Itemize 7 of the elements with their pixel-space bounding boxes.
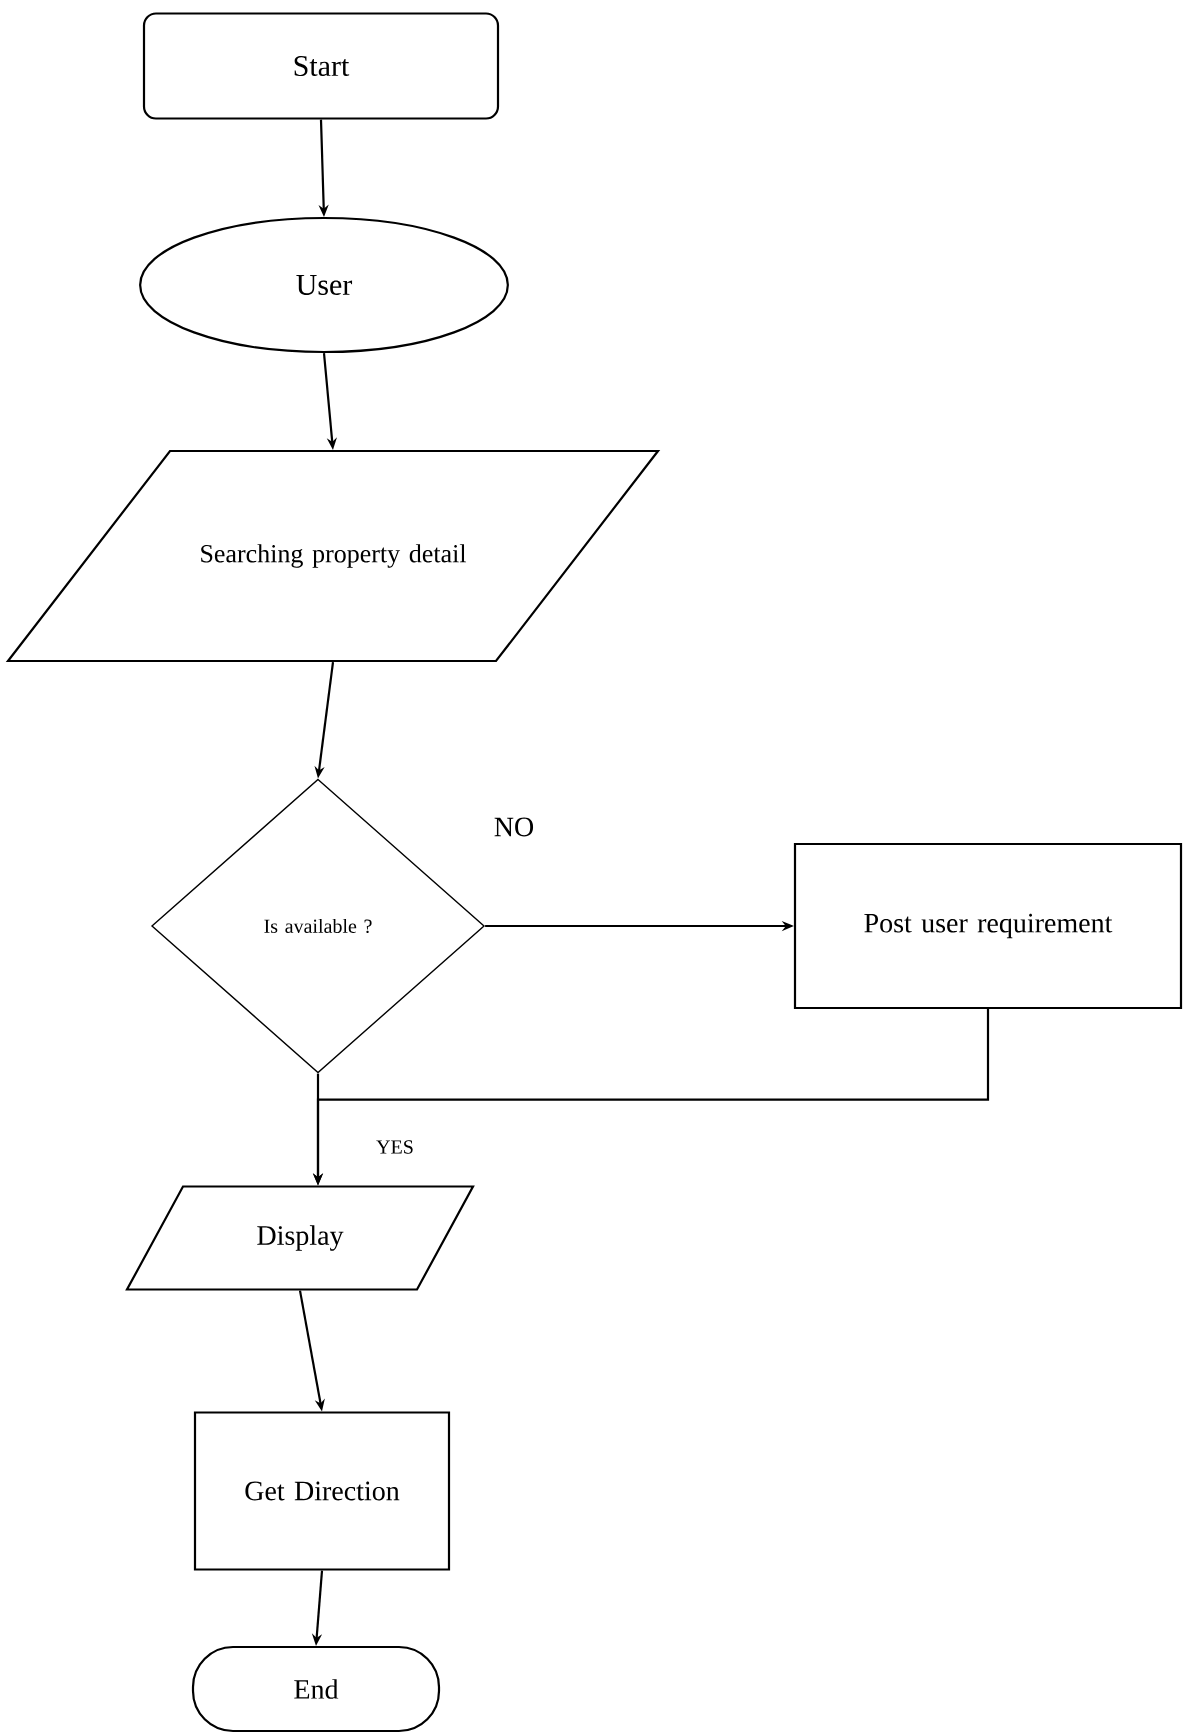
process-box: Get Direction — [193, 1411, 451, 1571]
edge-label: YES — [374, 1138, 416, 1156]
edge-label: NO — [491, 815, 537, 839]
start-terminal: Start — [142, 12, 500, 120]
output-parallelogram: Display — [125, 1185, 475, 1291]
process-box: Post user requirement — [793, 842, 1183, 1010]
end-terminal: End — [191, 1645, 441, 1733]
